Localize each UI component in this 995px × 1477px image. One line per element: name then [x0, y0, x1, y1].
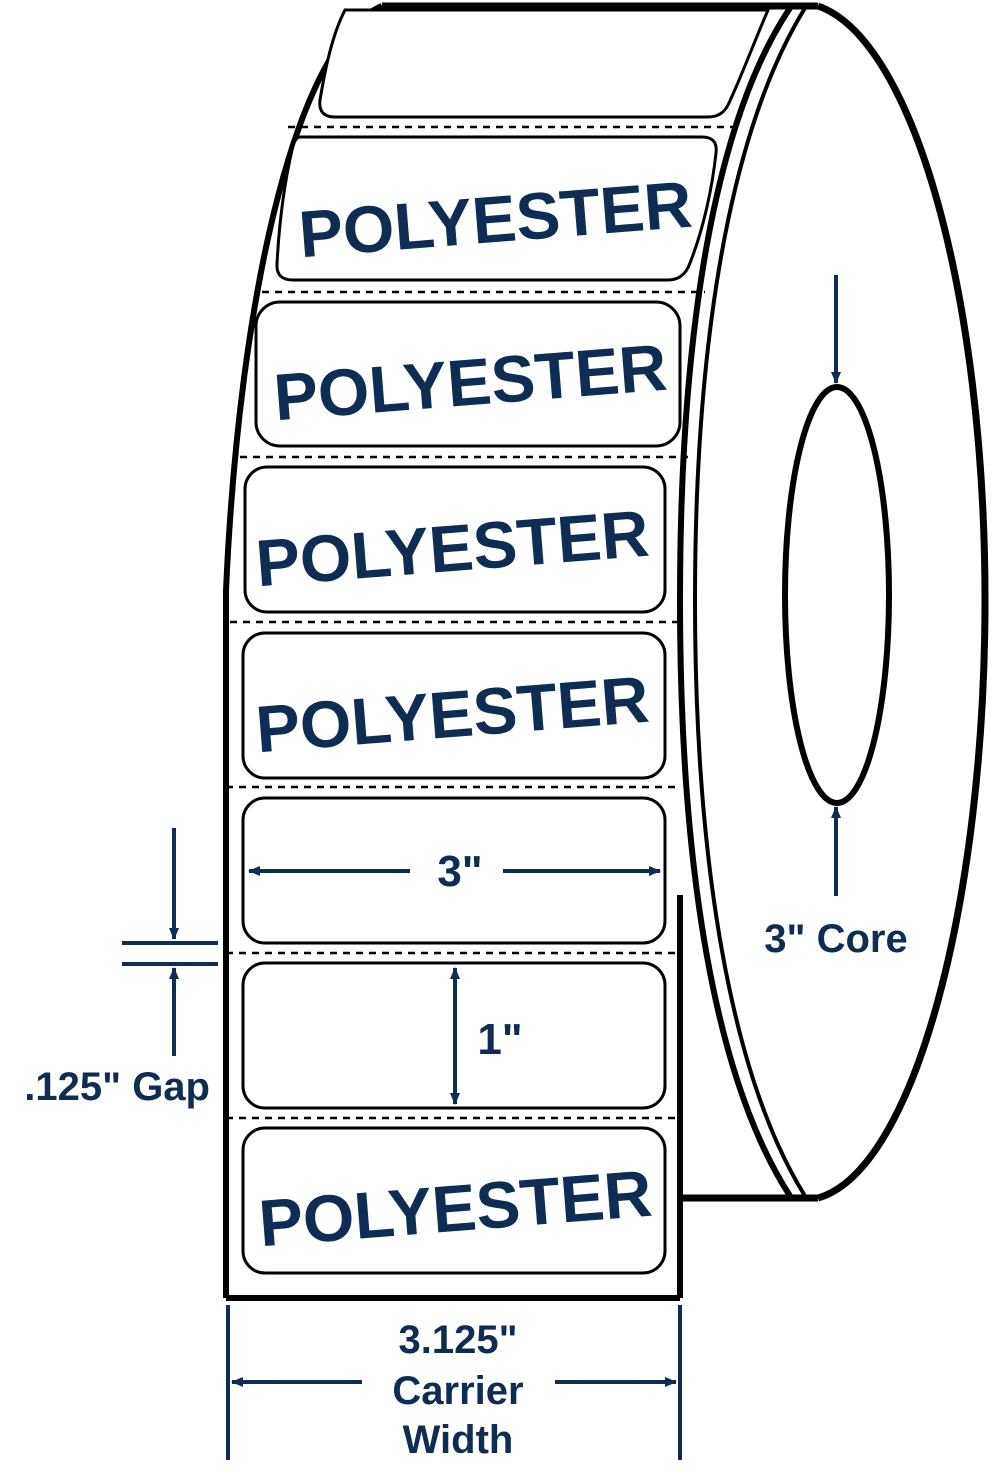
roll-side-outer: [816, 2, 989, 1202]
label-2: [254, 300, 682, 448]
dimension-gap: [122, 828, 218, 1056]
roll-body: [382, 2, 989, 1202]
roll-side-inner: [676, 6, 793, 1198]
roll-side-ring: [692, 6, 807, 1198]
label-4: [241, 631, 667, 780]
label-1: [275, 135, 718, 282]
label-7: [241, 1126, 667, 1275]
label-height-text: 1": [477, 1015, 522, 1064]
dimension-carrier-width: [226, 1305, 682, 1460]
label-partial-top: [318, 8, 771, 119]
perforations: [226, 125, 736, 1120]
label-5: [241, 796, 667, 945]
label-width-text: 3": [437, 847, 482, 896]
carrier-width-line2: Carrier: [392, 1369, 523, 1413]
labels: [241, 8, 771, 1275]
carrier-width-line1: 3.125": [398, 1318, 517, 1362]
label-3: [243, 465, 667, 614]
core-text: 3" Core: [764, 917, 907, 961]
core-hole: [782, 384, 892, 806]
carrier-width-line3: Width: [403, 1418, 514, 1462]
gap-text: .125" Gap: [24, 1065, 210, 1109]
